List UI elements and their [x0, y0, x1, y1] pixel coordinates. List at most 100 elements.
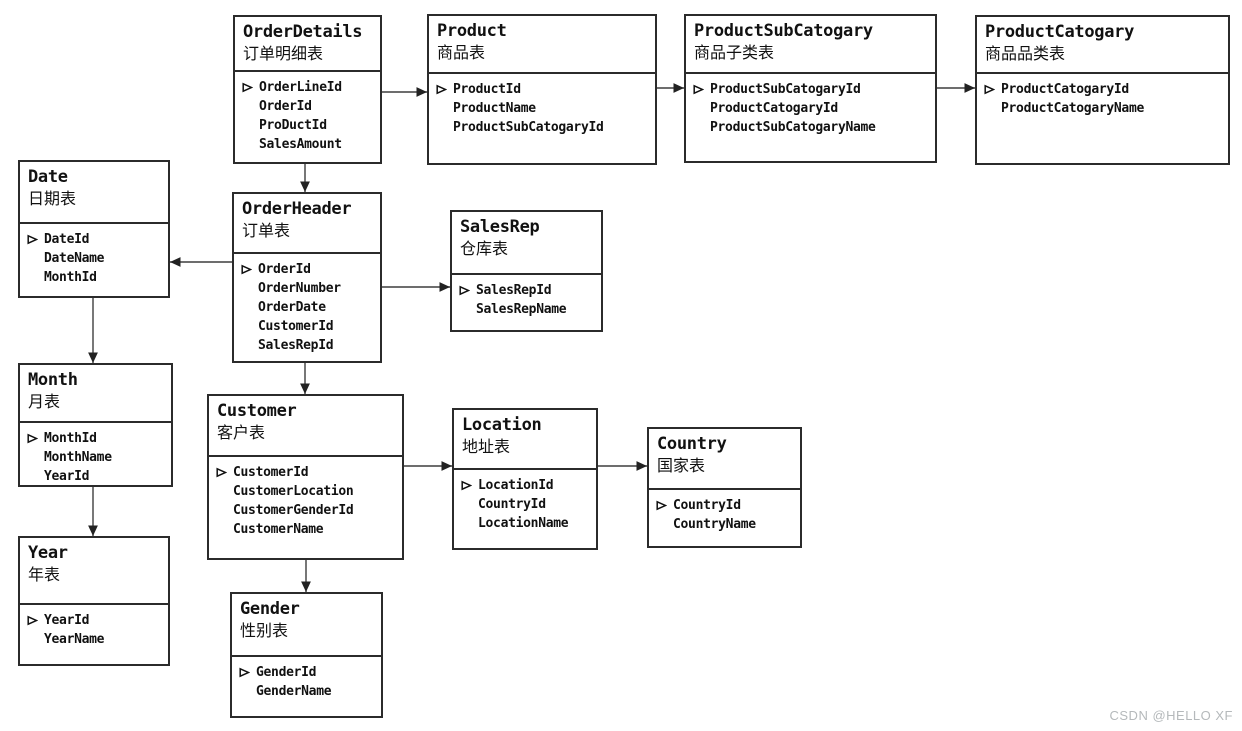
entity-subtitle: 月表	[28, 392, 61, 411]
field-name: CustomerName	[233, 522, 324, 537]
primary-key-icon	[656, 500, 667, 511]
entity-fields: GenderId GenderName	[232, 657, 381, 716]
entity-fields: CustomerId CustomerLocation CustomerGend…	[209, 457, 402, 558]
entity-name: OrderHeader	[242, 199, 352, 219]
entity-header: Product 商品表	[429, 16, 655, 74]
entity-customer: Customer 客户表 CustomerId CustomerLocation…	[207, 394, 404, 560]
field-name: MonthId	[44, 270, 97, 285]
pk-cell	[27, 433, 44, 444]
entity-date: Date 日期表 DateId DateName MonthId	[18, 160, 170, 298]
field-name: OrderId	[259, 99, 312, 114]
entity-order-header: OrderHeader 订单表 OrderId OrderNumber Orde…	[232, 192, 382, 363]
field-row: MonthId	[27, 429, 167, 448]
field-row: DateName	[27, 249, 164, 268]
entity-header: Country 国家表	[649, 429, 800, 490]
field-row: YearId	[27, 611, 164, 630]
primary-key-icon	[693, 84, 704, 95]
entity-subtitle: 商品品类表	[985, 44, 1066, 63]
field-name: CountryName	[673, 517, 756, 532]
field-name: ProductCatogaryId	[710, 101, 838, 116]
entity-name: Gender	[240, 599, 300, 619]
entity-name: OrderDetails	[243, 22, 363, 42]
entity-header: Location 地址表	[454, 410, 596, 470]
field-row: ProductCatogaryName	[984, 99, 1224, 118]
field-name: YearId	[44, 613, 90, 628]
field-row: OrderLineId	[242, 78, 376, 97]
primary-key-icon	[27, 433, 38, 444]
entity-fields: MonthId MonthName YearId	[20, 423, 171, 485]
field-name: DateId	[44, 232, 90, 247]
watermark: CSDN @HELLO XF	[1109, 708, 1233, 723]
field-row: CustomerId	[216, 463, 398, 482]
entity-fields: CountryId CountryName	[649, 490, 800, 546]
primary-key-icon	[239, 667, 250, 678]
field-row: CustomerLocation	[216, 482, 398, 501]
entity-subtitle: 日期表	[28, 189, 77, 208]
field-row: CountryName	[656, 515, 796, 534]
pk-cell	[27, 234, 44, 245]
entity-fields: LocationId CountryId LocationName	[454, 470, 596, 548]
field-row: CustomerGenderId	[216, 501, 398, 520]
field-name: SalesRepId	[258, 338, 334, 353]
pk-cell	[984, 84, 1001, 95]
field-name: CustomerId	[258, 319, 334, 334]
field-row: ProDuctId	[242, 116, 376, 135]
pk-cell	[436, 84, 453, 95]
pk-cell	[459, 285, 476, 296]
field-name: OrderDate	[258, 300, 326, 315]
entity-fields: OrderId OrderNumber OrderDate CustomerId…	[234, 254, 380, 361]
field-name: CustomerId	[233, 465, 309, 480]
entity-fields: DateId DateName MonthId	[20, 224, 168, 296]
entity-header: OrderHeader 订单表	[234, 194, 380, 254]
entity-year: Year 年表 YearId YearName	[18, 536, 170, 666]
field-name: OrderId	[258, 262, 311, 277]
entity-fields: OrderLineId OrderId ProDuctId SalesAmoun…	[235, 72, 380, 162]
field-row: MonthName	[27, 448, 167, 467]
entity-subtitle: 订单表	[242, 221, 291, 240]
entity-header: Month 月表	[20, 365, 171, 423]
entity-fields: ProductSubCatogaryId ProductCatogaryId P…	[686, 74, 935, 161]
primary-key-icon	[984, 84, 995, 95]
entity-subtitle: 客户表	[217, 423, 266, 442]
field-name: OrderLineId	[259, 80, 342, 95]
entity-header: Gender 性别表	[232, 594, 381, 657]
entity-month: Month 月表 MonthId MonthName YearId	[18, 363, 173, 487]
pk-cell	[241, 264, 258, 275]
entity-name: Location	[462, 415, 542, 435]
entity-name: Country	[657, 434, 727, 454]
field-name: GenderId	[256, 665, 317, 680]
field-name: SalesRepId	[476, 283, 552, 298]
field-row: OrderDate	[241, 298, 376, 317]
entity-name: ProductCatogary	[985, 22, 1135, 42]
entity-product-catogary: ProductCatogary 商品品类表 ProductCatogaryId …	[975, 15, 1230, 165]
field-row: SalesRepId	[241, 336, 376, 355]
field-name: OrderNumber	[258, 281, 341, 296]
field-row: CustomerId	[241, 317, 376, 336]
field-name: LocationName	[478, 516, 569, 531]
field-name: ProductSubCatogaryName	[710, 120, 876, 135]
field-row: SalesRepName	[459, 300, 597, 319]
field-name: MonthId	[44, 431, 97, 446]
field-name: ProductCatogaryId	[1001, 82, 1129, 97]
entity-name: Product	[437, 21, 507, 41]
field-name: ProductId	[453, 82, 521, 97]
entity-location: Location 地址表 LocationId CountryId Locati…	[452, 408, 598, 550]
pk-cell	[693, 84, 710, 95]
pk-cell	[27, 615, 44, 626]
entity-subtitle: 地址表	[462, 437, 511, 456]
field-name: LocationId	[478, 478, 554, 493]
field-name: CustomerLocation	[233, 484, 354, 499]
primary-key-icon	[241, 264, 252, 275]
field-row: ProductCatogaryId	[693, 99, 931, 118]
primary-key-icon	[242, 82, 253, 93]
field-name: CountryId	[478, 497, 546, 512]
field-name: CustomerGenderId	[233, 503, 354, 518]
entity-fields: SalesRepId SalesRepName	[452, 275, 601, 330]
entity-name: Customer	[217, 401, 297, 421]
entity-name: Date	[28, 167, 68, 187]
field-name: CountryId	[673, 498, 741, 513]
field-name: YearId	[44, 469, 90, 484]
field-row: OrderId	[241, 260, 376, 279]
